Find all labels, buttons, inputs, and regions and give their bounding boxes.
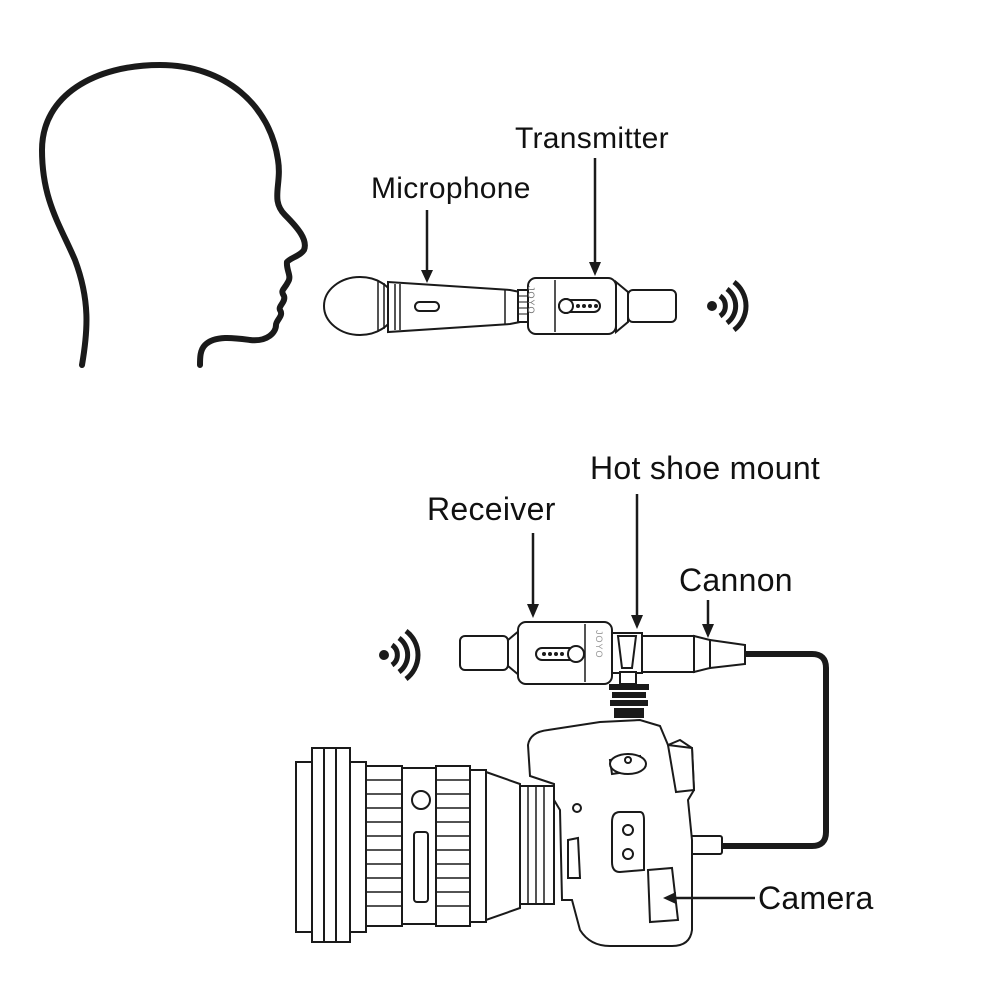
camera-illustration xyxy=(295,718,696,947)
cannon-label: Cannon xyxy=(679,562,793,598)
transmit-signal-icon xyxy=(707,280,749,332)
receiver-arrow xyxy=(527,533,539,618)
hot-shoe-mount-arrow xyxy=(631,494,643,629)
transmitter-illustration xyxy=(527,277,677,335)
receive-signal-icon xyxy=(379,629,421,681)
camera-arrow xyxy=(663,892,755,904)
receiver-label: Receiver xyxy=(427,491,556,527)
receiver-brand-text: JOYO xyxy=(594,630,604,659)
transmitter-arrow xyxy=(589,158,601,276)
transmitter-label: Transmitter xyxy=(515,122,669,155)
microphone-arrow xyxy=(421,210,433,283)
hot-shoe-mount-label: Hot shoe mount xyxy=(590,450,821,486)
receiver-illustration xyxy=(459,621,613,685)
audio-cable xyxy=(722,651,829,849)
transmitter-brand-text: JOYO xyxy=(526,286,536,315)
camera-label: Camera xyxy=(758,880,874,916)
zoom-ring-ridges xyxy=(436,779,470,907)
microphone-label: Microphone xyxy=(371,172,531,205)
head-profile-icon xyxy=(38,61,308,368)
cannon-connector-illustration xyxy=(641,634,746,674)
hot-shoe-mount-illustration xyxy=(609,632,649,718)
microphone-illustration xyxy=(323,276,529,336)
focus-ring-ridges xyxy=(366,779,402,907)
cannon-arrow xyxy=(702,600,714,638)
